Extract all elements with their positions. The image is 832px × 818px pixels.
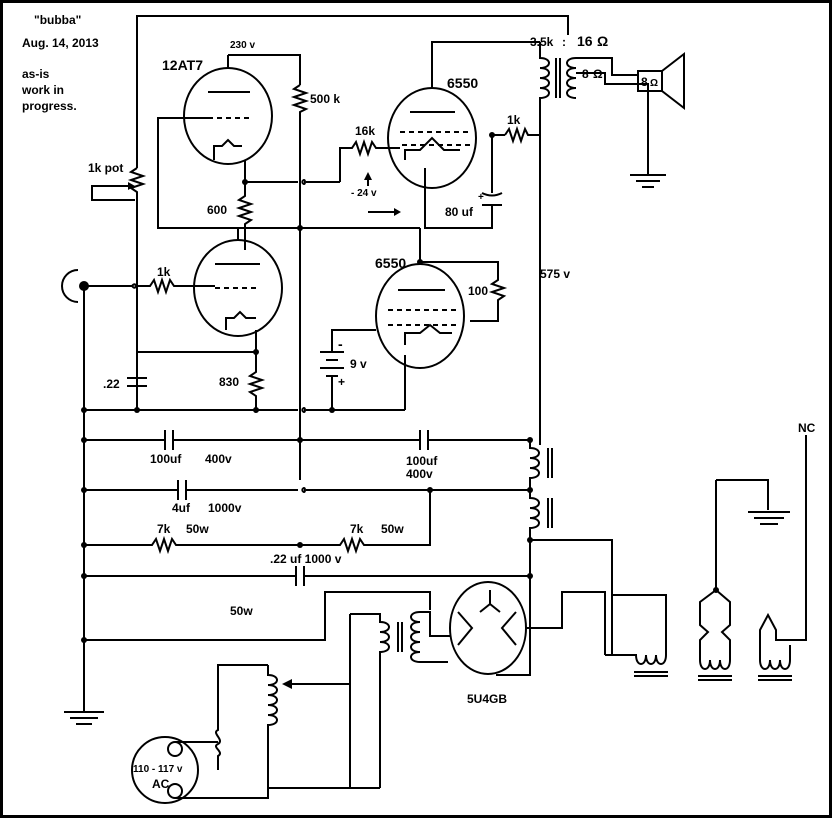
label-22uf-1000v: .22 uf 1000 v	[270, 552, 342, 566]
note-name: "bubba"	[34, 13, 81, 27]
label-neg24: - 24 v	[351, 188, 377, 199]
label-4uf: 4uf	[172, 501, 191, 515]
cap-22	[127, 352, 147, 410]
label-12at7: 12AT7	[162, 57, 203, 73]
top-feedback-wire	[136, 15, 569, 168]
resistor-600	[235, 160, 255, 250]
battery-9v	[320, 329, 376, 410]
rail-4	[81, 490, 431, 555]
wire-cathode-coupling	[245, 179, 340, 185]
note-status-2: work in	[21, 83, 64, 97]
note-date: Aug. 14, 2013	[22, 36, 99, 50]
label-400v-a: 400v	[205, 452, 232, 466]
wire-grid-top	[157, 117, 245, 229]
label-830: 830	[219, 375, 239, 389]
label-1k-pot: 1k pot	[88, 161, 123, 175]
label-22: .22	[103, 377, 120, 391]
heater-winding-3	[758, 435, 807, 681]
ground-heater	[748, 511, 790, 525]
label-16: 16	[577, 33, 593, 49]
label-cap-plus: +	[478, 192, 484, 203]
label-7k-a: 7k	[157, 522, 171, 536]
label-ac: AC	[152, 777, 170, 791]
label-100: 100	[468, 284, 488, 298]
label-50w-a: 50w	[186, 522, 209, 536]
label-colon: :	[562, 35, 566, 49]
label-600: 600	[207, 203, 227, 217]
choke-1	[529, 440, 553, 490]
rail-1	[81, 286, 405, 712]
label-50w-b: 50w	[381, 522, 404, 536]
variac	[215, 664, 350, 788]
heater-winding-1	[605, 594, 668, 677]
power-transformer	[349, 611, 450, 788]
cap-80uf	[481, 192, 503, 206]
label-6550-top: 6550	[447, 75, 478, 91]
resistor-830	[246, 352, 266, 410]
label-speaker-8: 8	[641, 75, 648, 89]
label-3-5k: 3.5k	[530, 35, 554, 49]
ground-speaker	[630, 174, 666, 188]
label-230v: 230 v	[230, 40, 255, 51]
rail-2	[81, 430, 533, 450]
power-tube-6550-top	[387, 41, 540, 189]
label-80uf: 80 uf	[445, 205, 474, 219]
label-5u4gb: 5U4GB	[467, 692, 507, 706]
resistor-1k-top	[504, 125, 540, 145]
rail-5	[81, 566, 533, 586]
heater-winding-2	[698, 479, 769, 681]
label-nc: NC	[798, 421, 816, 435]
label-1k-input: 1k	[157, 265, 171, 279]
note-status-3: progress.	[22, 99, 77, 113]
resistor-1k-input	[137, 276, 215, 296]
preamp-tube-12at7-top	[183, 54, 301, 165]
label-ohm-speaker: Ω	[650, 78, 658, 89]
label-bat-neg: -	[338, 336, 343, 352]
label-ohm-8-tap: Ω	[593, 67, 603, 81]
rectifier-5u4gb	[449, 581, 606, 676]
label-7k-b: 7k	[350, 522, 364, 536]
resistor-500k	[290, 84, 310, 480]
preamp-tube-12at7-bottom	[193, 239, 283, 337]
choke-2	[529, 490, 553, 620]
label-50w: 50w	[230, 604, 253, 618]
speaker	[637, 51, 685, 111]
label-ohm-16: Ω	[597, 33, 608, 49]
ac-plug	[131, 736, 380, 804]
label-500k: 500 k	[310, 92, 340, 106]
pot-1k	[91, 167, 147, 400]
wire-heater-link	[530, 539, 613, 655]
wire-cathode-bottom	[137, 330, 257, 353]
label-100uf-b: 100uf	[406, 454, 438, 468]
input-jack	[61, 269, 137, 303]
label-6550-bottom: 6550	[375, 255, 406, 271]
note-status-1: as-is	[22, 67, 50, 81]
rail-6	[84, 591, 431, 641]
label-100uf-a: 100uf	[150, 452, 182, 466]
output-transformer	[539, 42, 649, 445]
power-tube-6550-bottom	[375, 228, 508, 369]
label-8-tap: 8	[582, 67, 589, 81]
label-ac-voltage: 110 - 117 v	[133, 764, 183, 775]
label-9v: 9 v	[350, 357, 367, 371]
rail-3	[81, 480, 533, 500]
label-bat-pos: +	[338, 375, 345, 389]
resistor-16k	[339, 138, 400, 182]
label-16k: 16k	[355, 124, 375, 138]
label-575v: 575 v	[540, 267, 570, 281]
ground-main	[64, 711, 104, 725]
label-400v-b: 400v	[406, 467, 433, 481]
label-1000v: 1000v	[208, 501, 242, 515]
label-1k-top: 1k	[507, 113, 521, 127]
